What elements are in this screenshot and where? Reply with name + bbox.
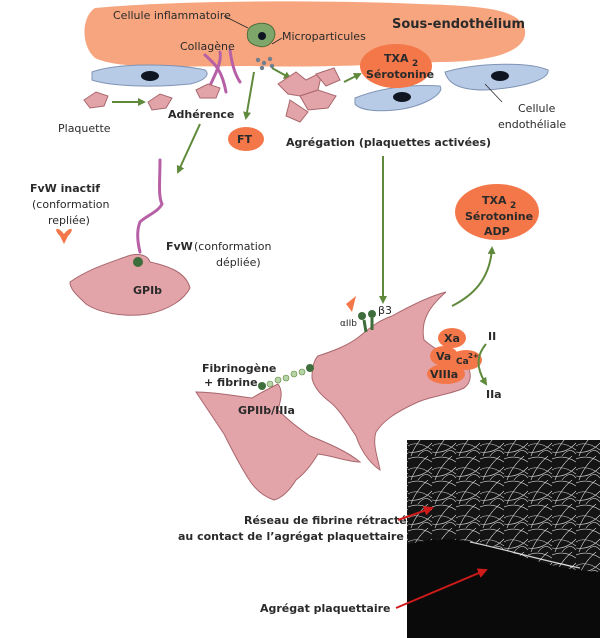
resting-platelets: [83, 91, 173, 111]
micrograph-image: [407, 440, 600, 638]
svg-text:VIIIa: VIIIa: [430, 368, 458, 381]
endothelial-cells: [91, 63, 549, 112]
agregation-label: Agrégation (plaquettes activées): [286, 136, 491, 149]
aggregating-platelets: [277, 67, 341, 123]
svg-text:Ca: Ca: [456, 357, 469, 367]
fvw-label: FvW: [166, 240, 193, 253]
gpiib-iiia-label: GPIIb/IIIa: [238, 404, 295, 417]
adhered-platelets: [195, 83, 221, 99]
agregat-label: Agrégat plaquettaire: [260, 602, 391, 615]
gpib-label: GPIb: [133, 284, 162, 297]
second-platelet: [195, 383, 362, 501]
svg-text:FT: FT: [237, 133, 253, 146]
coagulation-factors: Xa Va VIIIa Ca 2+: [427, 328, 482, 384]
svg-text:dépliée): dépliée): [216, 256, 261, 269]
txa2-serotonine-top: TXA 2 Sérotonine: [360, 44, 434, 88]
reseau-label: Réseau de fibrine rétracté: [244, 514, 407, 527]
sous-endothelium-label: Sous-endothélium: [392, 17, 525, 32]
integrin-receptor: [346, 296, 376, 333]
activated-platelet: [311, 291, 471, 472]
fvw-inactif-label: FvW inactif: [30, 182, 100, 195]
beta3-label: β3: [378, 304, 392, 317]
dots-icon: [255, 56, 275, 71]
svg-text:ADP: ADP: [484, 225, 510, 238]
svg-text:TXA: TXA: [482, 194, 507, 207]
microparticules-label: Microparticules: [282, 30, 366, 43]
fvw-inactive-shape: [56, 228, 72, 244]
iia-label: IIa: [486, 388, 502, 401]
alpha-iib-label: αIIb: [340, 319, 357, 329]
ft-factor: FT: [228, 127, 264, 151]
reseau-label-2: au contact de l’agrégat plaquettaire: [178, 530, 404, 543]
collagene-label: Collagène: [180, 40, 235, 53]
svg-text:(conformation: (conformation: [194, 240, 272, 253]
svg-text:TXA: TXA: [384, 52, 409, 65]
fibrinogen-bridge: [266, 368, 306, 388]
endotheliale-label: endothéliale: [498, 118, 566, 131]
txa2-serotonine-adp: TXA 2 Sérotonine ADP: [455, 184, 539, 240]
ii-label: II: [488, 330, 496, 343]
cellule-label: Cellule: [518, 102, 556, 115]
gpib-platelet: [69, 253, 191, 316]
adherence-label: Adhérence: [168, 108, 234, 121]
cellule-inflammatoire-label: Cellule inflammatoire: [113, 9, 231, 22]
svg-text:Xa: Xa: [444, 332, 460, 345]
svg-text:2+: 2+: [468, 352, 479, 360]
svg-text:Sérotonine: Sérotonine: [465, 210, 533, 223]
svg-text:Sérotonine: Sérotonine: [366, 68, 434, 81]
fvw-fiber: [136, 158, 164, 254]
svg-text:Va: Va: [436, 350, 451, 363]
svg-text:2: 2: [412, 59, 418, 69]
plaquette-label: Plaquette: [58, 122, 111, 135]
svg-text:2: 2: [510, 201, 516, 211]
svg-text:(conformation: (conformation: [32, 198, 110, 211]
fibrine-label: + fibrine: [204, 376, 258, 389]
fibrinogene-label: Fibrinogène: [202, 362, 276, 375]
cell-icon: [246, 22, 276, 48]
svg-text:repliée): repliée): [48, 214, 90, 227]
